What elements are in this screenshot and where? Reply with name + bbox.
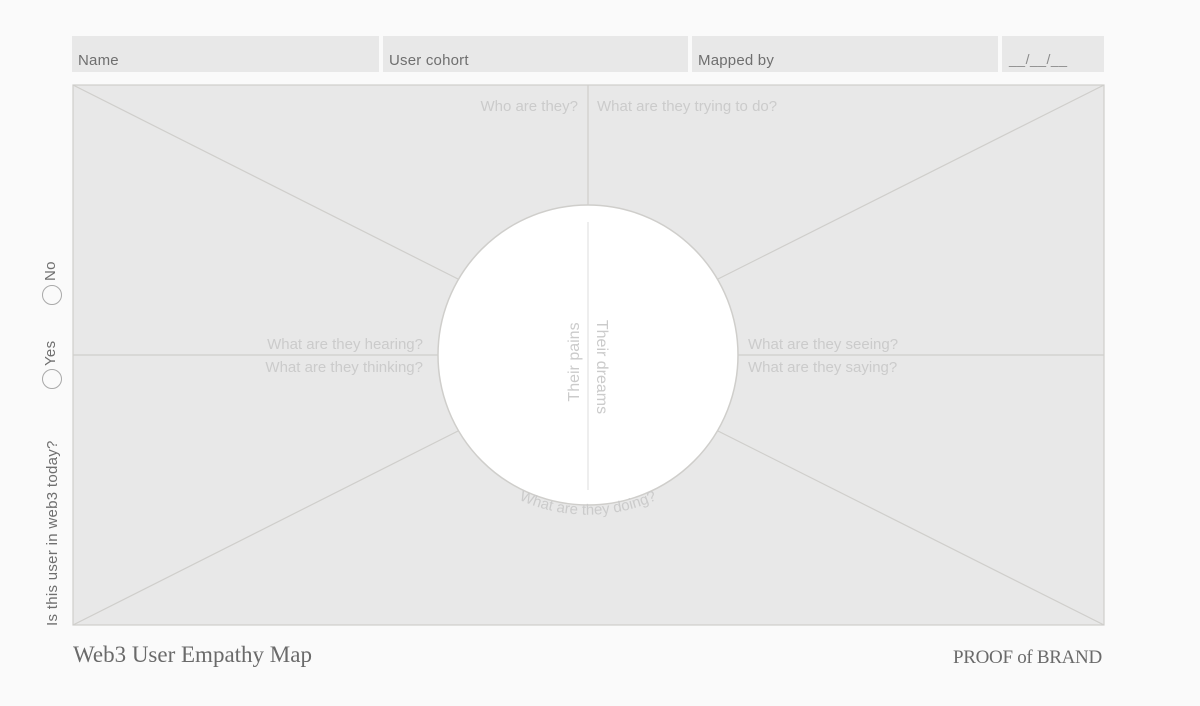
center-pains-label: Their pains — [566, 322, 583, 401]
prompt-who: Who are they? — [480, 98, 578, 115]
map-title: Web3 User Empathy Map — [73, 642, 312, 667]
mapped-by-field-label: Mapped by — [698, 52, 775, 69]
prompt-saying: What are they saying? — [748, 359, 897, 376]
date-field-placeholder: __/__/__ — [1009, 51, 1068, 67]
web3-question-label: Is this user in web3 today? — [44, 440, 61, 626]
user-cohort-field-label: User cohort — [389, 52, 469, 69]
prompt-seeing: What are they seeing? — [748, 336, 898, 353]
no-radio[interactable] — [42, 285, 62, 305]
date-field[interactable]: __/__/__ — [1002, 36, 1104, 72]
divider-top-right — [717, 84, 1105, 280]
prompt-hearing: What are they hearing? — [267, 336, 423, 353]
user-cohort-field[interactable]: User cohort — [383, 36, 688, 72]
divider-top-left — [72, 84, 459, 280]
center-dreams-label: Their dreams — [593, 320, 610, 414]
divider-bottom-left — [72, 430, 459, 626]
prompt-thinking: What are they thinking? — [265, 359, 423, 376]
mapped-by-field[interactable]: Mapped by — [692, 36, 998, 72]
yes-option-label: Yes — [42, 340, 59, 366]
yes-radio[interactable] — [42, 369, 62, 389]
no-option-label: No — [42, 261, 59, 281]
name-field[interactable]: Name — [72, 36, 379, 72]
divider-bottom-right — [717, 430, 1105, 626]
prompt-trying: What are they trying to do? — [597, 98, 777, 115]
name-field-label: Name — [78, 52, 119, 69]
brand-logo: PROOF of BRAND — [953, 647, 1102, 668]
